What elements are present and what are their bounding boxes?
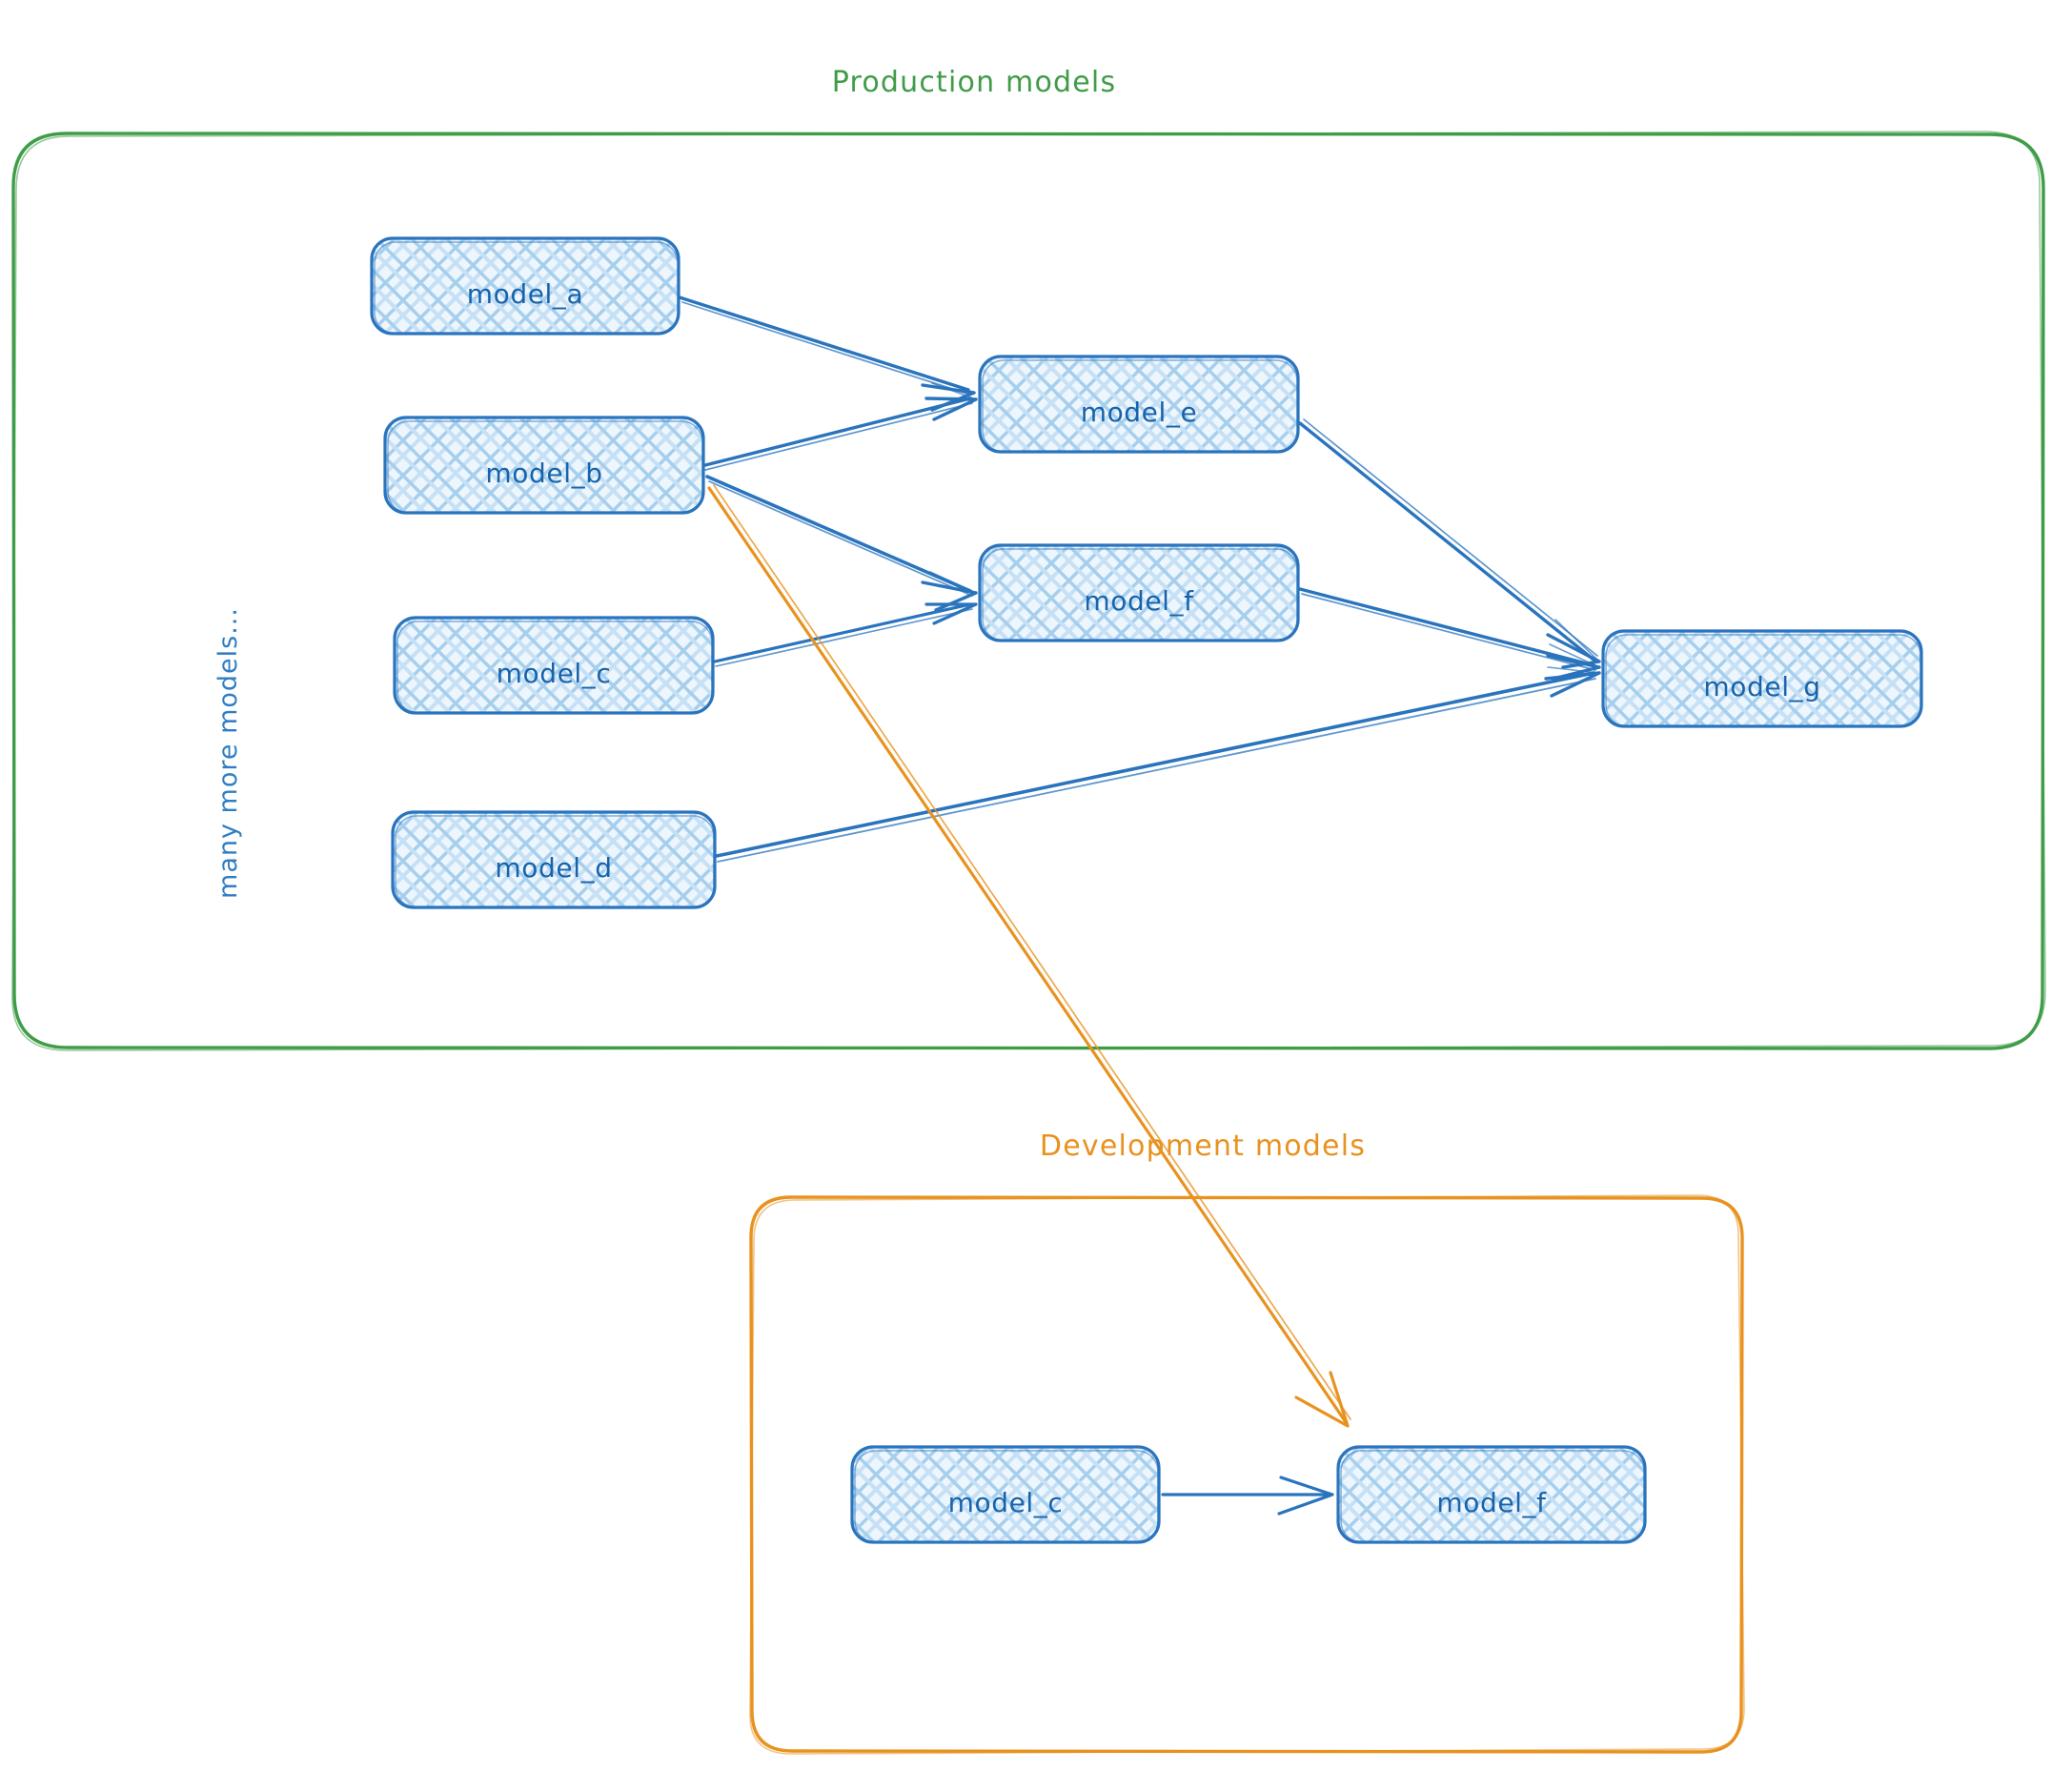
node-label: model_c xyxy=(497,658,612,689)
edge-prodb-to-devf xyxy=(707,484,1351,1428)
node-dev-model-c[interactable]: model_c xyxy=(850,1445,1161,1544)
development-container-border-sketch xyxy=(749,1194,1745,1755)
edge-b-to-f xyxy=(705,475,978,612)
node-label: model_g xyxy=(1703,671,1820,702)
node-label: model_d xyxy=(495,852,612,884)
group-production xyxy=(11,131,2046,1051)
edge-f-to-g xyxy=(1298,587,1601,681)
node-label: model_e xyxy=(1081,397,1198,428)
node-prod-model-c[interactable]: model_c xyxy=(393,616,715,715)
edge-d-to-g xyxy=(715,666,1601,863)
node-label: model_b xyxy=(485,458,602,489)
production-container-border xyxy=(11,132,2045,1050)
node-prod-model-b[interactable]: model_b xyxy=(383,416,705,515)
node-prod-model-a[interactable]: model_a xyxy=(370,236,681,336)
node-prod-model-g[interactable]: model_g xyxy=(1601,629,1923,728)
development-group-title: Development models xyxy=(1040,1130,1366,1163)
node-label: model_c xyxy=(948,1487,1064,1518)
development-container-border xyxy=(749,1195,1744,1754)
edge-e-to-g xyxy=(1298,418,1601,669)
edge-devc-to-devf xyxy=(1161,1476,1334,1516)
node-prod-model-e[interactable]: model_e xyxy=(978,355,1300,454)
edge-a-to-e xyxy=(678,295,976,412)
node-prod-model-d[interactable]: model_d xyxy=(391,810,717,909)
node-dev-model-f[interactable]: model_f xyxy=(1336,1445,1647,1544)
edge-b-to-e xyxy=(703,382,978,471)
node-prod-model-f[interactable]: model_f xyxy=(978,543,1300,642)
production-container-border-sketch xyxy=(11,131,2046,1051)
node-label: model_f xyxy=(1436,1487,1547,1518)
node-label: model_f xyxy=(1084,585,1194,617)
edge-c-to-f xyxy=(713,602,978,667)
group-development xyxy=(749,1194,1745,1755)
production-group-title: Production models xyxy=(832,66,1117,99)
many-more-models-note: many more models... xyxy=(213,607,243,899)
node-label: model_a xyxy=(467,278,584,310)
